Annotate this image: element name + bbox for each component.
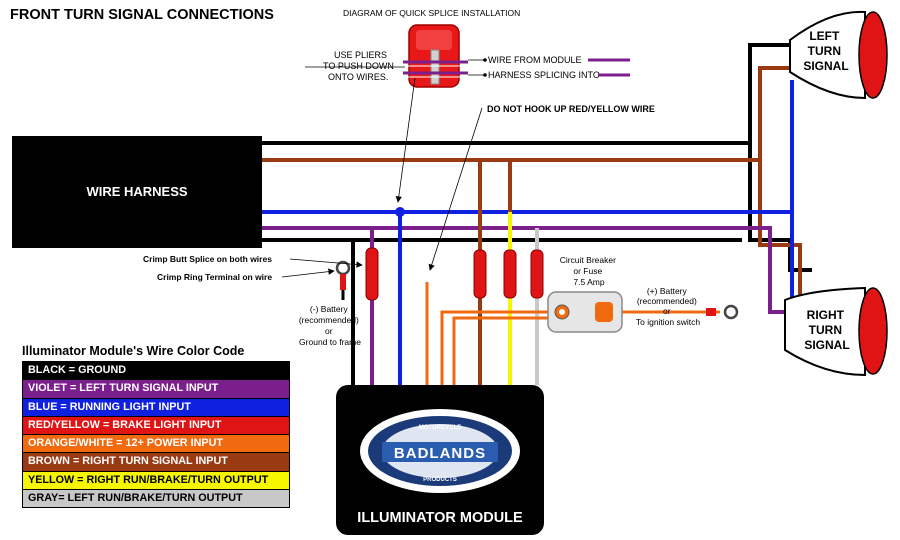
wire-harness [12,136,262,248]
splice-diagram-title: DIAGRAM OF QUICK SPLICE INSTALLATION [343,8,520,18]
circuit-breaker-note: Circuit Breaker or Fuse 7.5 Amp [560,255,619,287]
pliers-note: USE PLIERS TO PUSH DOWN ONTO WIRES. [323,50,396,82]
diagram-title: FRONT TURN SIGNAL CONNECTIONS [10,7,274,23]
legend-row: ORANGE/WHITE = 12+ POWER INPUT [23,435,289,454]
negative-battery-note: (-) Battery (recommended) or Ground to f… [299,304,361,347]
crimp-ring-note: Crimp Ring Terminal on wire [157,272,272,282]
positive-battery-note: (+) Battery (recommended) or To ignition… [636,286,701,327]
left-turn-signal-label: LEFT TURN SIGNAL [803,29,848,73]
legend-row: BLACK = GROUND [23,362,289,381]
legend-row: GRAY= LEFT RUN/BRAKE/TURN OUTPUT [23,490,289,508]
legend-row: BLUE = RUNNING LIGHT INPUT [23,398,289,417]
warning-note: DO NOT HOOK UP RED/YELLOW WIRE [487,104,655,114]
logo-ring-bottom: PRODUCTS [423,477,457,483]
legend-row: VIOLET = LEFT TURN SIGNAL INPUT [23,380,289,399]
butt-splices [365,247,544,301]
right-turn-signal [784,286,888,377]
legend-row: RED/YELLOW = BRAKE LIGHT INPUT [23,416,289,436]
logo-text: BADLANDS [394,445,486,462]
legend-title: Illuminator Module's Wire Color Code [22,344,245,358]
harness-splicing-label: HARNESS SPLICING INTO [488,70,600,80]
module-title: ILLUMINATOR MODULE [357,510,523,526]
circuit-breaker [547,291,623,333]
ring-terminal-positive [706,304,739,320]
wire-from-module-label: WIRE FROM MODULE [488,55,582,65]
quick-splice-illustration [403,24,468,88]
right-turn-signal-label: RIGHT TURN SIGNAL [804,308,849,352]
wire-color-legend: Illuminator Module's Wire Color Code BLA… [22,341,290,509]
legend-row: BROWN = RIGHT TURN SIGNAL INPUT [23,453,289,472]
crimp-butt-note: Crimp Butt Splice on both wires [143,254,272,264]
ring-terminal-ground [335,260,351,300]
legend-row: YELLOW = RIGHT RUN/BRAKE/TURN OUTPUT [23,471,289,491]
badlands-logo [360,409,520,493]
wire-harness-label: WIRE HARNESS [86,184,187,199]
logo-ring-top: MOTORCYCLE [419,425,462,431]
left-turn-signal [789,10,888,100]
